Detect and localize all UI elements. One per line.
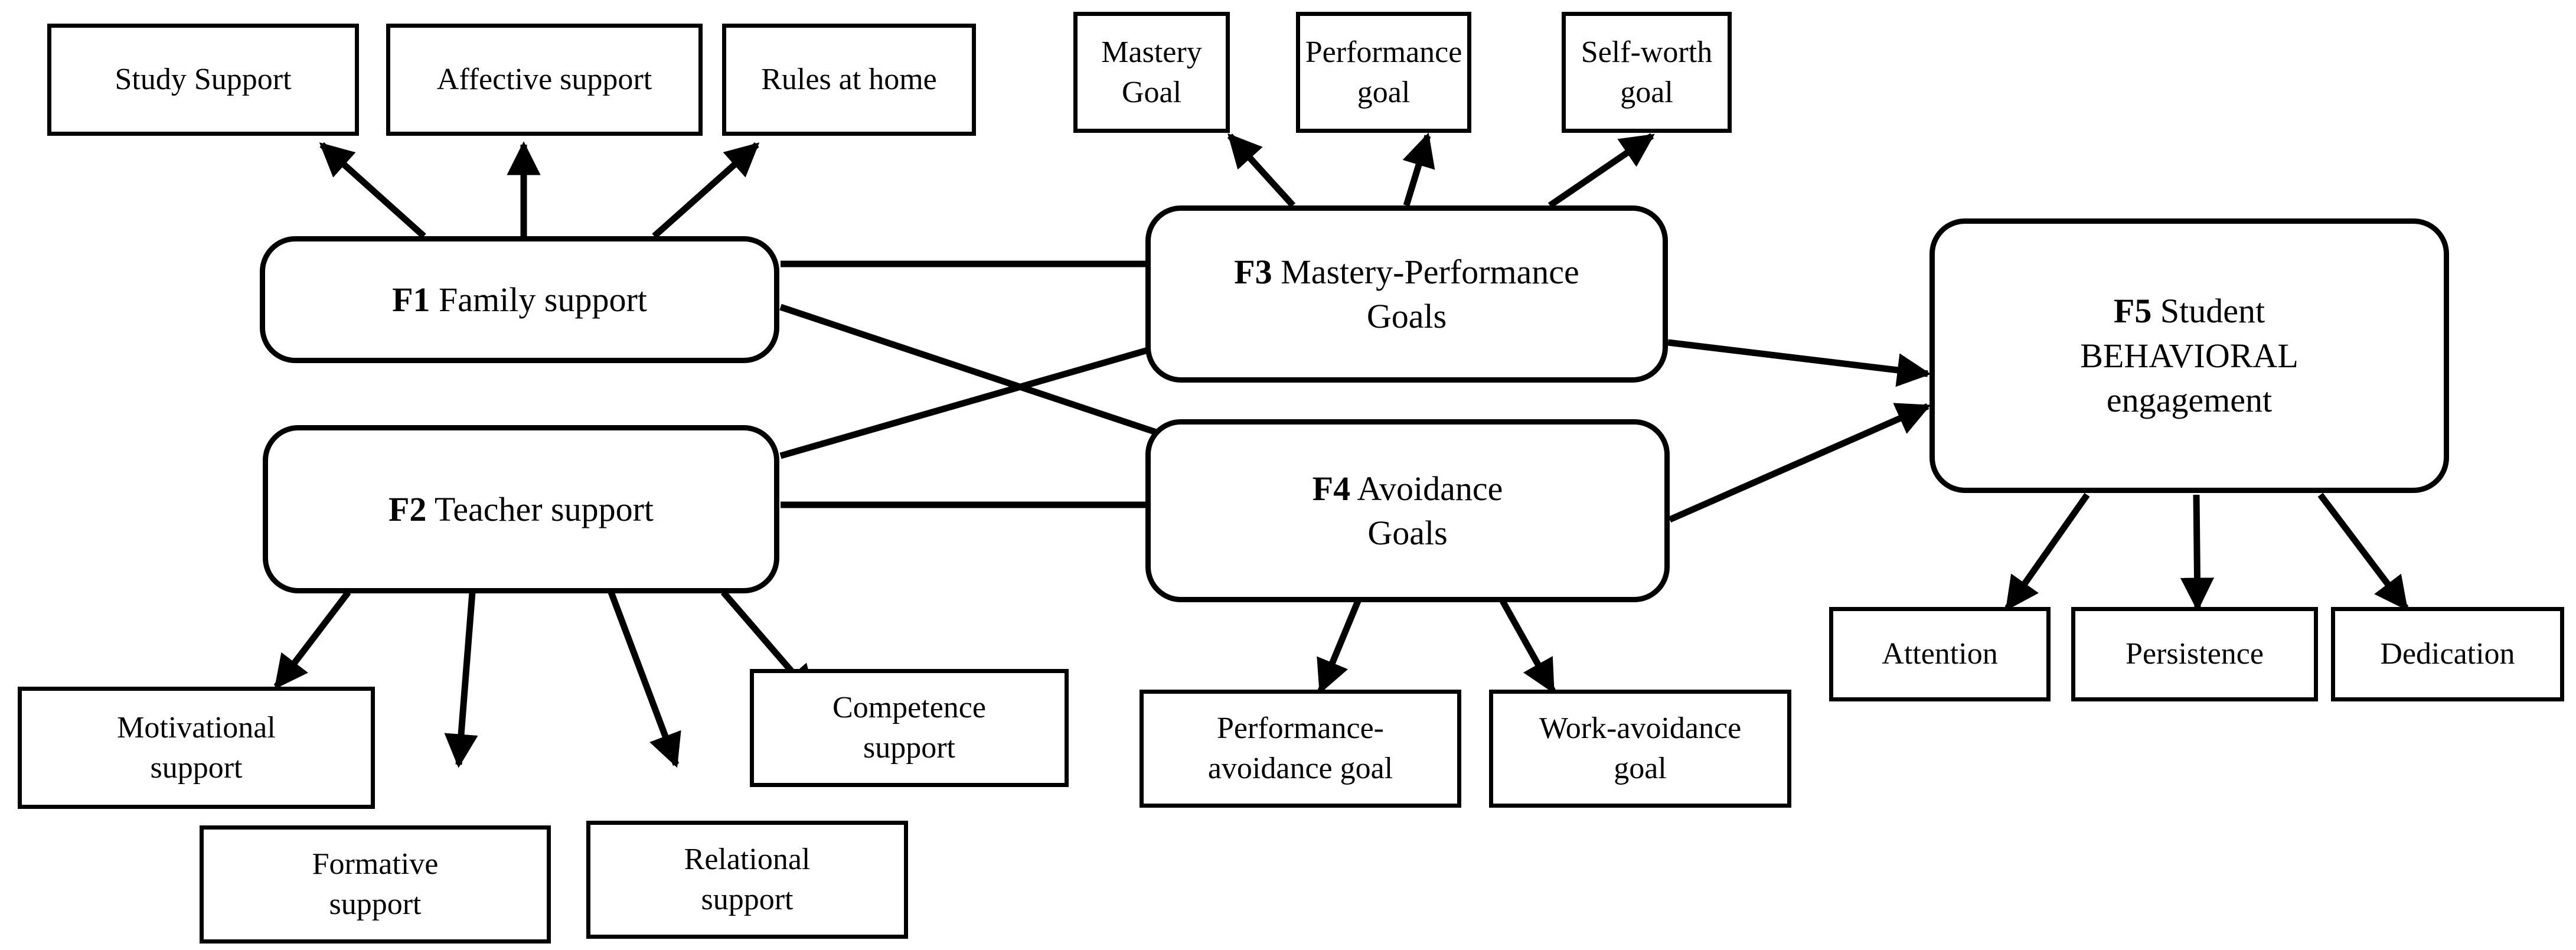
factor-name: Teacher support: [434, 489, 654, 528]
arrow-f5-to-dedication: [2317, 492, 2409, 611]
arrow-f3-to-self-worth-goal: [1547, 133, 1655, 208]
indicator-affective-support[interactable]: Affective support: [386, 24, 703, 136]
factor-label: F2 Teacher support: [379, 487, 663, 531]
factor-code: F3: [1234, 252, 1272, 291]
arrow-f5-to-attention: [2004, 492, 2090, 611]
factor-code: F1: [392, 280, 430, 319]
arrow-f1-to-rules-at-home: [652, 142, 760, 239]
factor-code: F4: [1312, 469, 1351, 508]
factor-code: F2: [388, 489, 427, 528]
factor-name: Family support: [439, 280, 647, 319]
indicator-study-support[interactable]: Study Support: [47, 24, 359, 136]
indicator-dedication[interactable]: Dedication: [2331, 607, 2564, 701]
arrow-f3-to-performance-goal: [1402, 132, 1435, 207]
indicator-rules-at-home[interactable]: Rules at home: [722, 24, 976, 136]
arrow-f4-to-performance-avoidance-goal: [1317, 599, 1362, 694]
indicator-label: Persistence: [2126, 637, 2264, 671]
arrow-f2-to-formative-support: [444, 592, 478, 768]
factor-label: F1 Family support: [383, 278, 657, 322]
indicator-performance-avoidance-goal[interactable]: Performance-avoidance goal: [1140, 690, 1461, 808]
arrow-f2-to-relational-support: [608, 591, 681, 768]
indicator-label: Performance-avoidance goal: [1207, 711, 1393, 785]
factor-f1-family-support[interactable]: F1 Family support: [260, 236, 779, 363]
arrow-f3-to-f5: [1667, 339, 1931, 387]
arrow-f3-to-mastery-goal: [1227, 133, 1296, 208]
indicator-label: Study Support: [115, 63, 292, 97]
indicator-label: Affective support: [436, 63, 652, 97]
indicator-label: Dedication: [2380, 637, 2515, 671]
arrow-f5-to-persistence: [2180, 494, 2215, 612]
arrow-f1-to-study-support: [319, 142, 426, 239]
arrow-f4-to-f5: [1668, 403, 1931, 523]
arrow-f2-to-motivational-support: [273, 590, 351, 690]
factor-code: F5: [2113, 292, 2152, 331]
arrow-f4-to-work-avoidance-goal: [1500, 599, 1556, 694]
indicator-attention[interactable]: Attention: [1829, 607, 2051, 701]
factor-f2-teacher-support[interactable]: F2 Teacher support: [263, 425, 779, 593]
indicator-persistence[interactable]: Persistence: [2071, 607, 2318, 701]
indicator-label: Rules at home: [761, 63, 937, 97]
indicator-label: Attention: [1882, 637, 1998, 671]
